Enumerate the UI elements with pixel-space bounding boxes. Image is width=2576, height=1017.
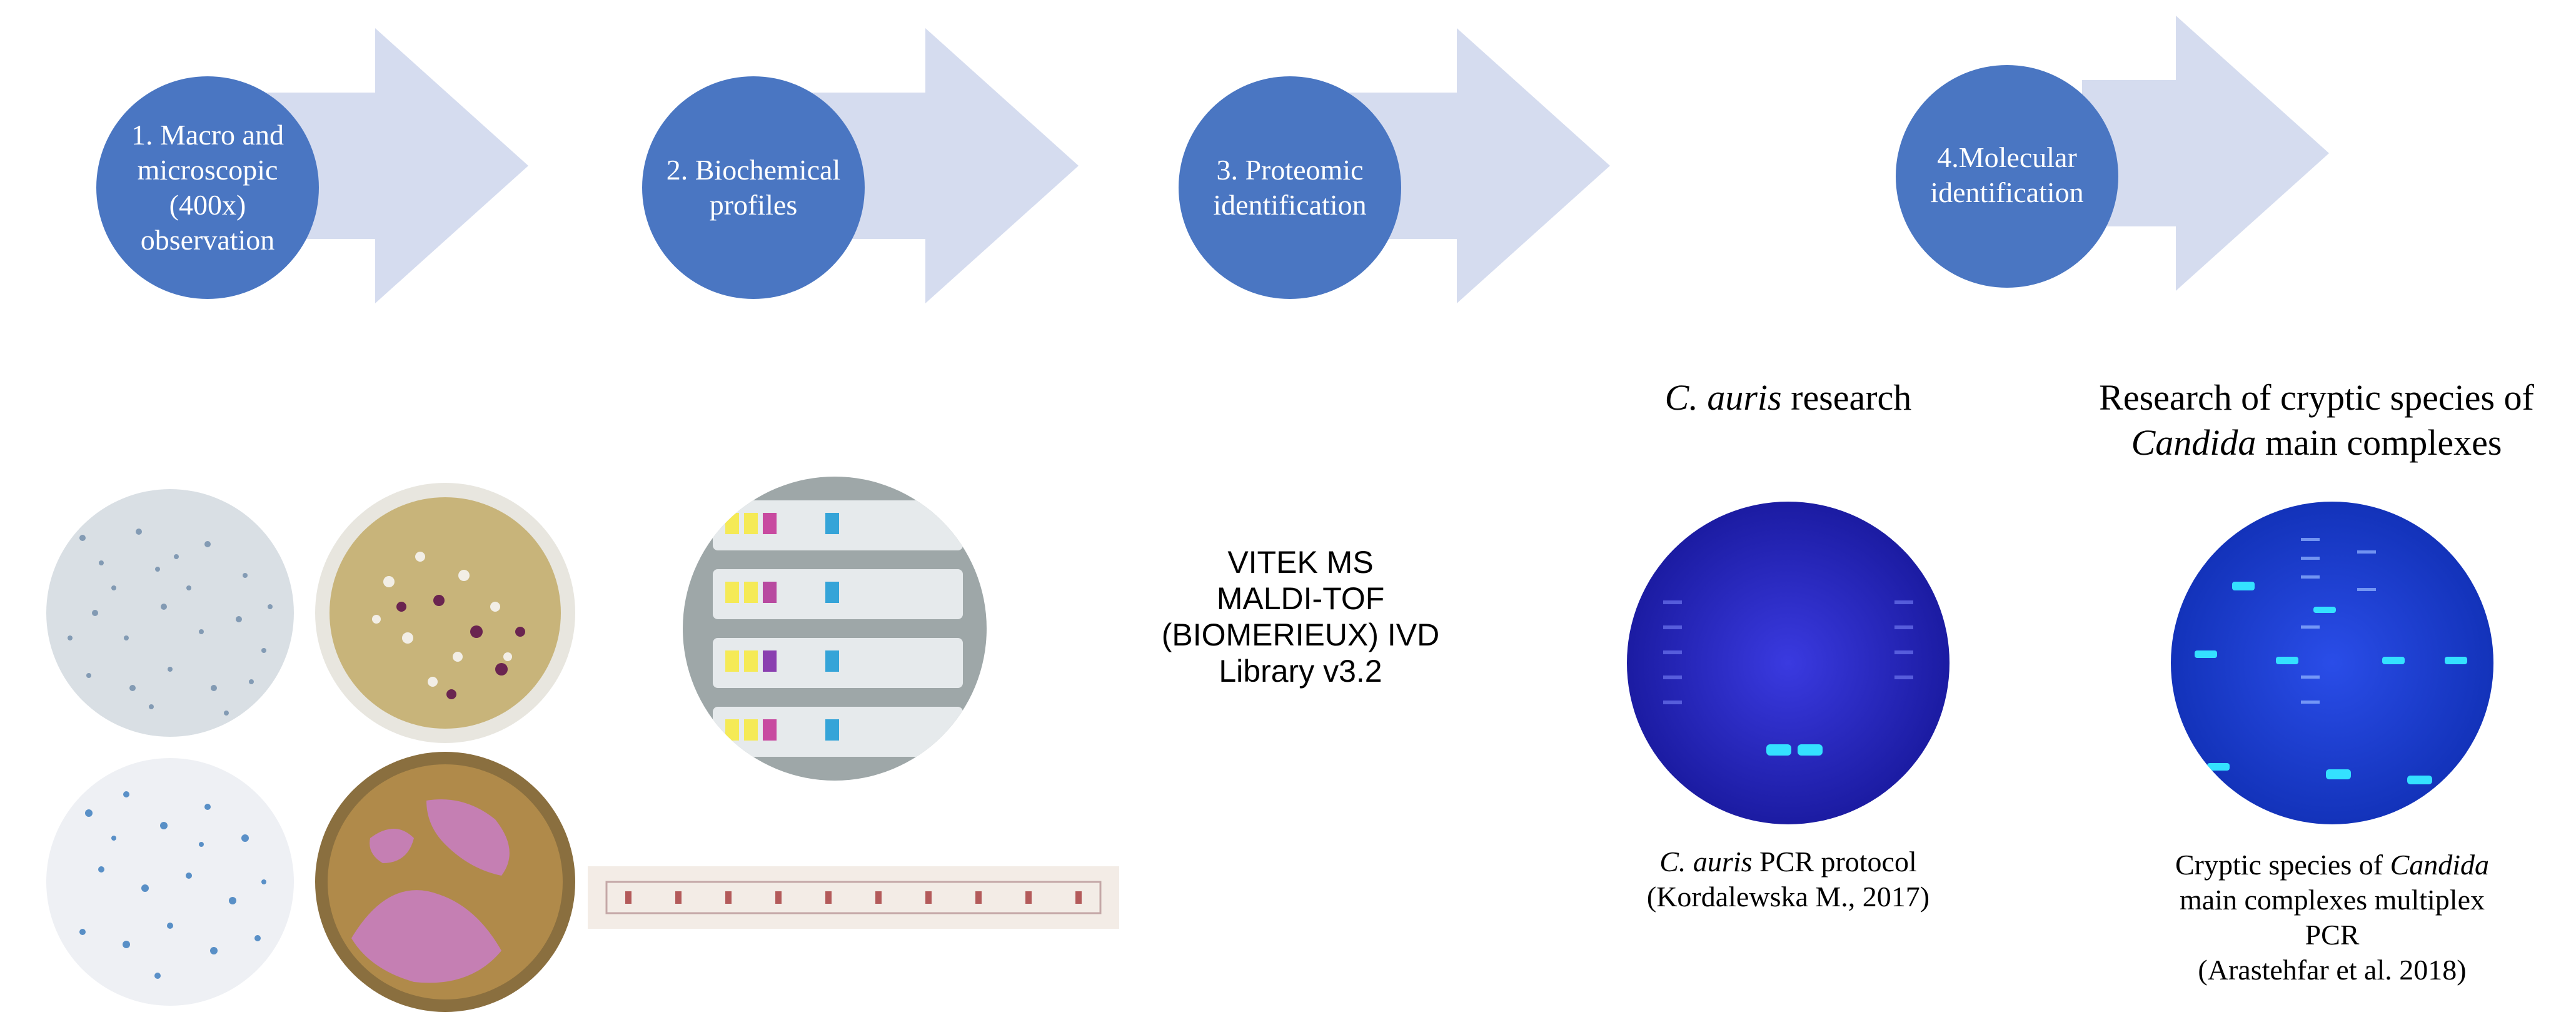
c-auris-heading-rest: research [1781,377,1912,418]
c-auris-heading: C. auris research [1601,375,1976,420]
step-3-label: 3. Proteomic identification [1213,154,1367,221]
proteomic-method-text: VITEK MS MALDI-TOF (BIOMERIEUX) IVD Libr… [1157,544,1444,689]
c-auris-caption-line: C. auris PCR protocol [1626,844,1951,879]
gel-image-right [2171,502,2493,824]
workflow-steps [96,16,2329,303]
cryptic-caption-line-2: main complexes multiplex [2179,884,2485,916]
cryptic-species-caption: Cryptic species of Candida main complexe… [2126,848,2538,988]
gel-image-left [1627,502,1950,824]
microscopy-image-top [46,489,294,737]
proteomic-line-4: Library v3.2 [1219,654,1382,689]
circle-step-3 [1179,76,1401,299]
proteomic-line-3: (BIOMERIEUX) IVD [1161,617,1440,652]
circle-step-1 [96,76,319,299]
cryptic-caption-italic: Candida [2390,849,2490,881]
c-auris-citation: (Kordalewska M., 2017) [1646,881,1930,913]
circle-step-2 [642,76,865,299]
cryptic-caption-line-1: Cryptic species of Candida [2126,848,2538,883]
c-auris-caption-rest: PCR protocol [1752,846,1917,878]
cryptic-heading-line-2: Candida main complexes [2057,420,2576,465]
step-1-label: 1. Macro and microscopic (400x) observat… [131,119,284,256]
c-auris-heading-italic: C. auris [1664,377,1782,418]
step-4-label: 4.Molecular identification [1930,141,2084,208]
c-auris-caption: C. auris PCR protocol (Kordalewska M., 2… [1626,844,1951,914]
arrow-step-4 [2082,16,2329,291]
petri-dish-image-bottom [315,752,575,1012]
cryptic-heading-italic: Candida [2131,422,2257,463]
cryptic-heading-line-1: Research of cryptic species of [2099,377,2534,418]
proteomic-line-2: MALDI-TOF [1216,581,1385,616]
cryptic-caption-line-3: PCR [2305,919,2360,951]
cryptic-citation: (Arastehfar et al. 2018) [2198,954,2467,986]
c-auris-caption-italic: C. auris [1659,846,1753,878]
microscopy-image-bottom [46,758,294,1006]
step-2-label: 2. Biochemical profiles [666,154,841,221]
cryptic-caption-pre: Cryptic species of [2175,849,2390,881]
circle-step-4 [1896,65,2118,288]
strip-photo [588,866,1119,929]
cryptic-heading-rest: main complexes [2256,422,2502,463]
cryptic-species-heading: Research of cryptic species of Candida m… [2057,375,2576,465]
api-strip-image [683,477,987,781]
proteomic-line-1: VITEK MS [1227,545,1374,580]
petri-dish-image-top [315,483,575,743]
